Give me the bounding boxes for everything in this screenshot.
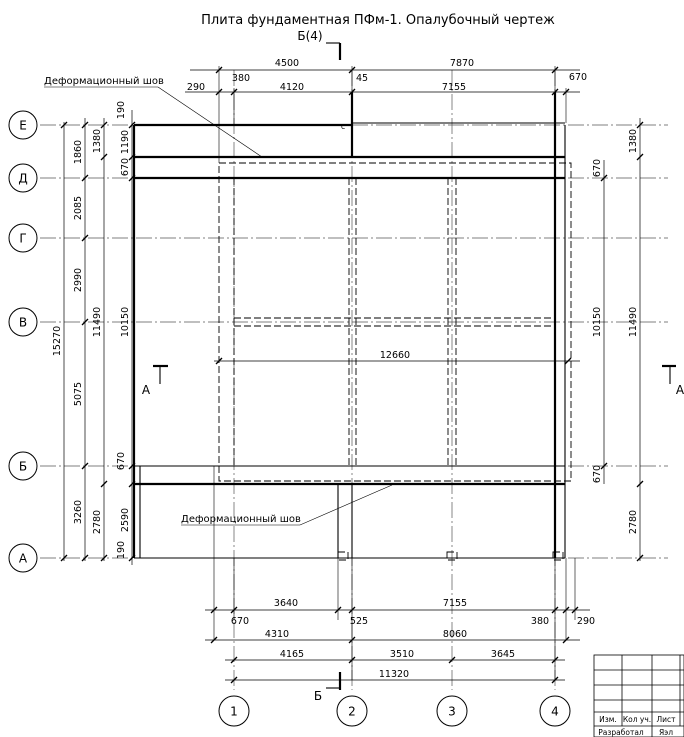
svg-text:2085: 2085 xyxy=(73,196,84,220)
section-mark-left: А xyxy=(142,364,168,397)
svg-text:670: 670 xyxy=(231,616,249,627)
row-axis-bubble-B: Б xyxy=(8,451,38,481)
svg-text:2780: 2780 xyxy=(628,510,639,534)
svg-text:Кол уч.: Кол уч. xyxy=(623,715,651,724)
svg-text:2990: 2990 xyxy=(73,268,84,292)
row-axis-label: А xyxy=(19,552,28,566)
svg-text:1860: 1860 xyxy=(73,140,84,164)
svg-text:Б(4): Б(4) xyxy=(297,29,322,43)
svg-text:11320: 11320 xyxy=(379,669,409,680)
svg-text:190: 190 xyxy=(116,101,127,119)
row-axis-bubble-A: А xyxy=(8,543,38,573)
svg-text:Лист: Лист xyxy=(656,715,676,724)
row-axis-bubble-D: Д xyxy=(8,163,38,193)
svg-text:670: 670 xyxy=(116,452,127,470)
svg-text:3640: 3640 xyxy=(274,598,298,609)
svg-text:Б: Б xyxy=(314,689,322,703)
bottom-dimensions: 3640 7155 670 525 380 290 4310 8060 4165… xyxy=(205,466,595,684)
joint-note-bottom: Деформационный шов xyxy=(181,484,393,526)
svg-text:670: 670 xyxy=(592,465,603,483)
svg-text:7155: 7155 xyxy=(443,598,467,609)
svg-text:Деформационный шов: Деформационный шов xyxy=(181,514,301,525)
svg-text:Изм.: Изм. xyxy=(599,715,617,724)
svg-text:10150: 10150 xyxy=(592,307,603,337)
svg-text:670: 670 xyxy=(569,72,587,83)
svg-text:с: с xyxy=(341,122,345,131)
section-mark-bottom: Б xyxy=(314,672,342,703)
col-axis-bubble-3: 3 xyxy=(436,695,468,727)
col-axis-label: 4 xyxy=(551,705,559,719)
section-mark-top: Б(4) xyxy=(297,29,342,60)
row-axis-label: Е xyxy=(19,119,27,133)
svg-text:1380: 1380 xyxy=(92,129,103,153)
row-axis-bubble-G: Г xyxy=(8,223,38,253)
joint-note-top: Деформационный шов xyxy=(44,76,263,158)
row-axis-label: Г xyxy=(19,232,26,246)
svg-text:12660: 12660 xyxy=(380,350,410,361)
title-block-stamp: Изм. Кол уч. Лист Разработал Яэл xyxy=(593,654,684,737)
hidden-contours xyxy=(218,162,572,561)
col-axis-label: 3 xyxy=(448,705,456,719)
svg-text:Разработал: Разработал xyxy=(598,728,644,737)
svg-text:670: 670 xyxy=(592,159,603,177)
svg-text:2780: 2780 xyxy=(92,510,103,534)
row-axis-label: Б xyxy=(19,460,27,474)
col-axis-label: 1 xyxy=(230,705,238,719)
svg-text:190: 190 xyxy=(116,541,127,559)
section-mark-right: А xyxy=(662,364,684,397)
middle-dimension: 12660 xyxy=(214,350,580,365)
svg-text:15270: 15270 xyxy=(52,326,63,356)
svg-text:1380: 1380 xyxy=(628,129,639,153)
svg-text:380: 380 xyxy=(531,616,549,627)
col-axis-bubble-2: 2 xyxy=(336,695,368,727)
svg-text:4500: 4500 xyxy=(275,58,299,69)
drawing-title: Плита фундаментная ПФм-1. Опалубочный че… xyxy=(201,13,555,28)
svg-text:11490: 11490 xyxy=(628,307,639,337)
svg-text:А: А xyxy=(676,383,684,397)
svg-text:5075: 5075 xyxy=(73,382,84,406)
right-dimensions: 670 10150 670 1380 11490 2780 xyxy=(592,118,644,562)
svg-text:Яэл: Яэл xyxy=(659,728,673,737)
svg-text:290: 290 xyxy=(577,616,595,627)
svg-text:7870: 7870 xyxy=(450,58,474,69)
svg-text:А: А xyxy=(142,383,151,397)
svg-text:1190: 1190 xyxy=(120,130,131,154)
svg-text:45: 45 xyxy=(356,73,368,84)
col-axis-label: 2 xyxy=(348,705,356,719)
svg-text:11490: 11490 xyxy=(92,307,103,337)
svg-text:Деформационный шов: Деформационный шов xyxy=(44,76,164,87)
row-axis-bubble-V: В xyxy=(8,307,38,337)
slab-outline xyxy=(132,92,566,559)
svg-text:2590: 2590 xyxy=(120,508,131,532)
svg-text:380: 380 xyxy=(232,73,250,84)
row-axis-label: Д xyxy=(18,172,27,186)
svg-text:4310: 4310 xyxy=(265,629,289,640)
svg-text:290: 290 xyxy=(187,82,205,93)
top-dimensions: 4500 7870 290 380 4120 45 7155 670 с xyxy=(185,58,587,163)
col-axis-bubble-4: 4 xyxy=(539,695,571,727)
svg-text:670: 670 xyxy=(120,158,131,176)
svg-text:3645: 3645 xyxy=(491,649,515,660)
svg-text:8060: 8060 xyxy=(443,629,467,640)
svg-text:7155: 7155 xyxy=(442,82,466,93)
svg-text:10150: 10150 xyxy=(120,307,131,337)
svg-text:525: 525 xyxy=(350,616,368,627)
svg-text:3260: 3260 xyxy=(73,500,84,524)
col-axis-bubble-1: 1 xyxy=(218,695,250,727)
left-dimensions: 15270 1860 2085 2990 5075 3260 1380 1149… xyxy=(52,101,136,565)
svg-text:4120: 4120 xyxy=(280,82,304,93)
svg-text:3510: 3510 xyxy=(390,649,414,660)
svg-text:4165: 4165 xyxy=(280,649,304,660)
row-axis-label: В xyxy=(19,316,27,330)
row-axis-bubble-E: Е xyxy=(8,110,38,140)
